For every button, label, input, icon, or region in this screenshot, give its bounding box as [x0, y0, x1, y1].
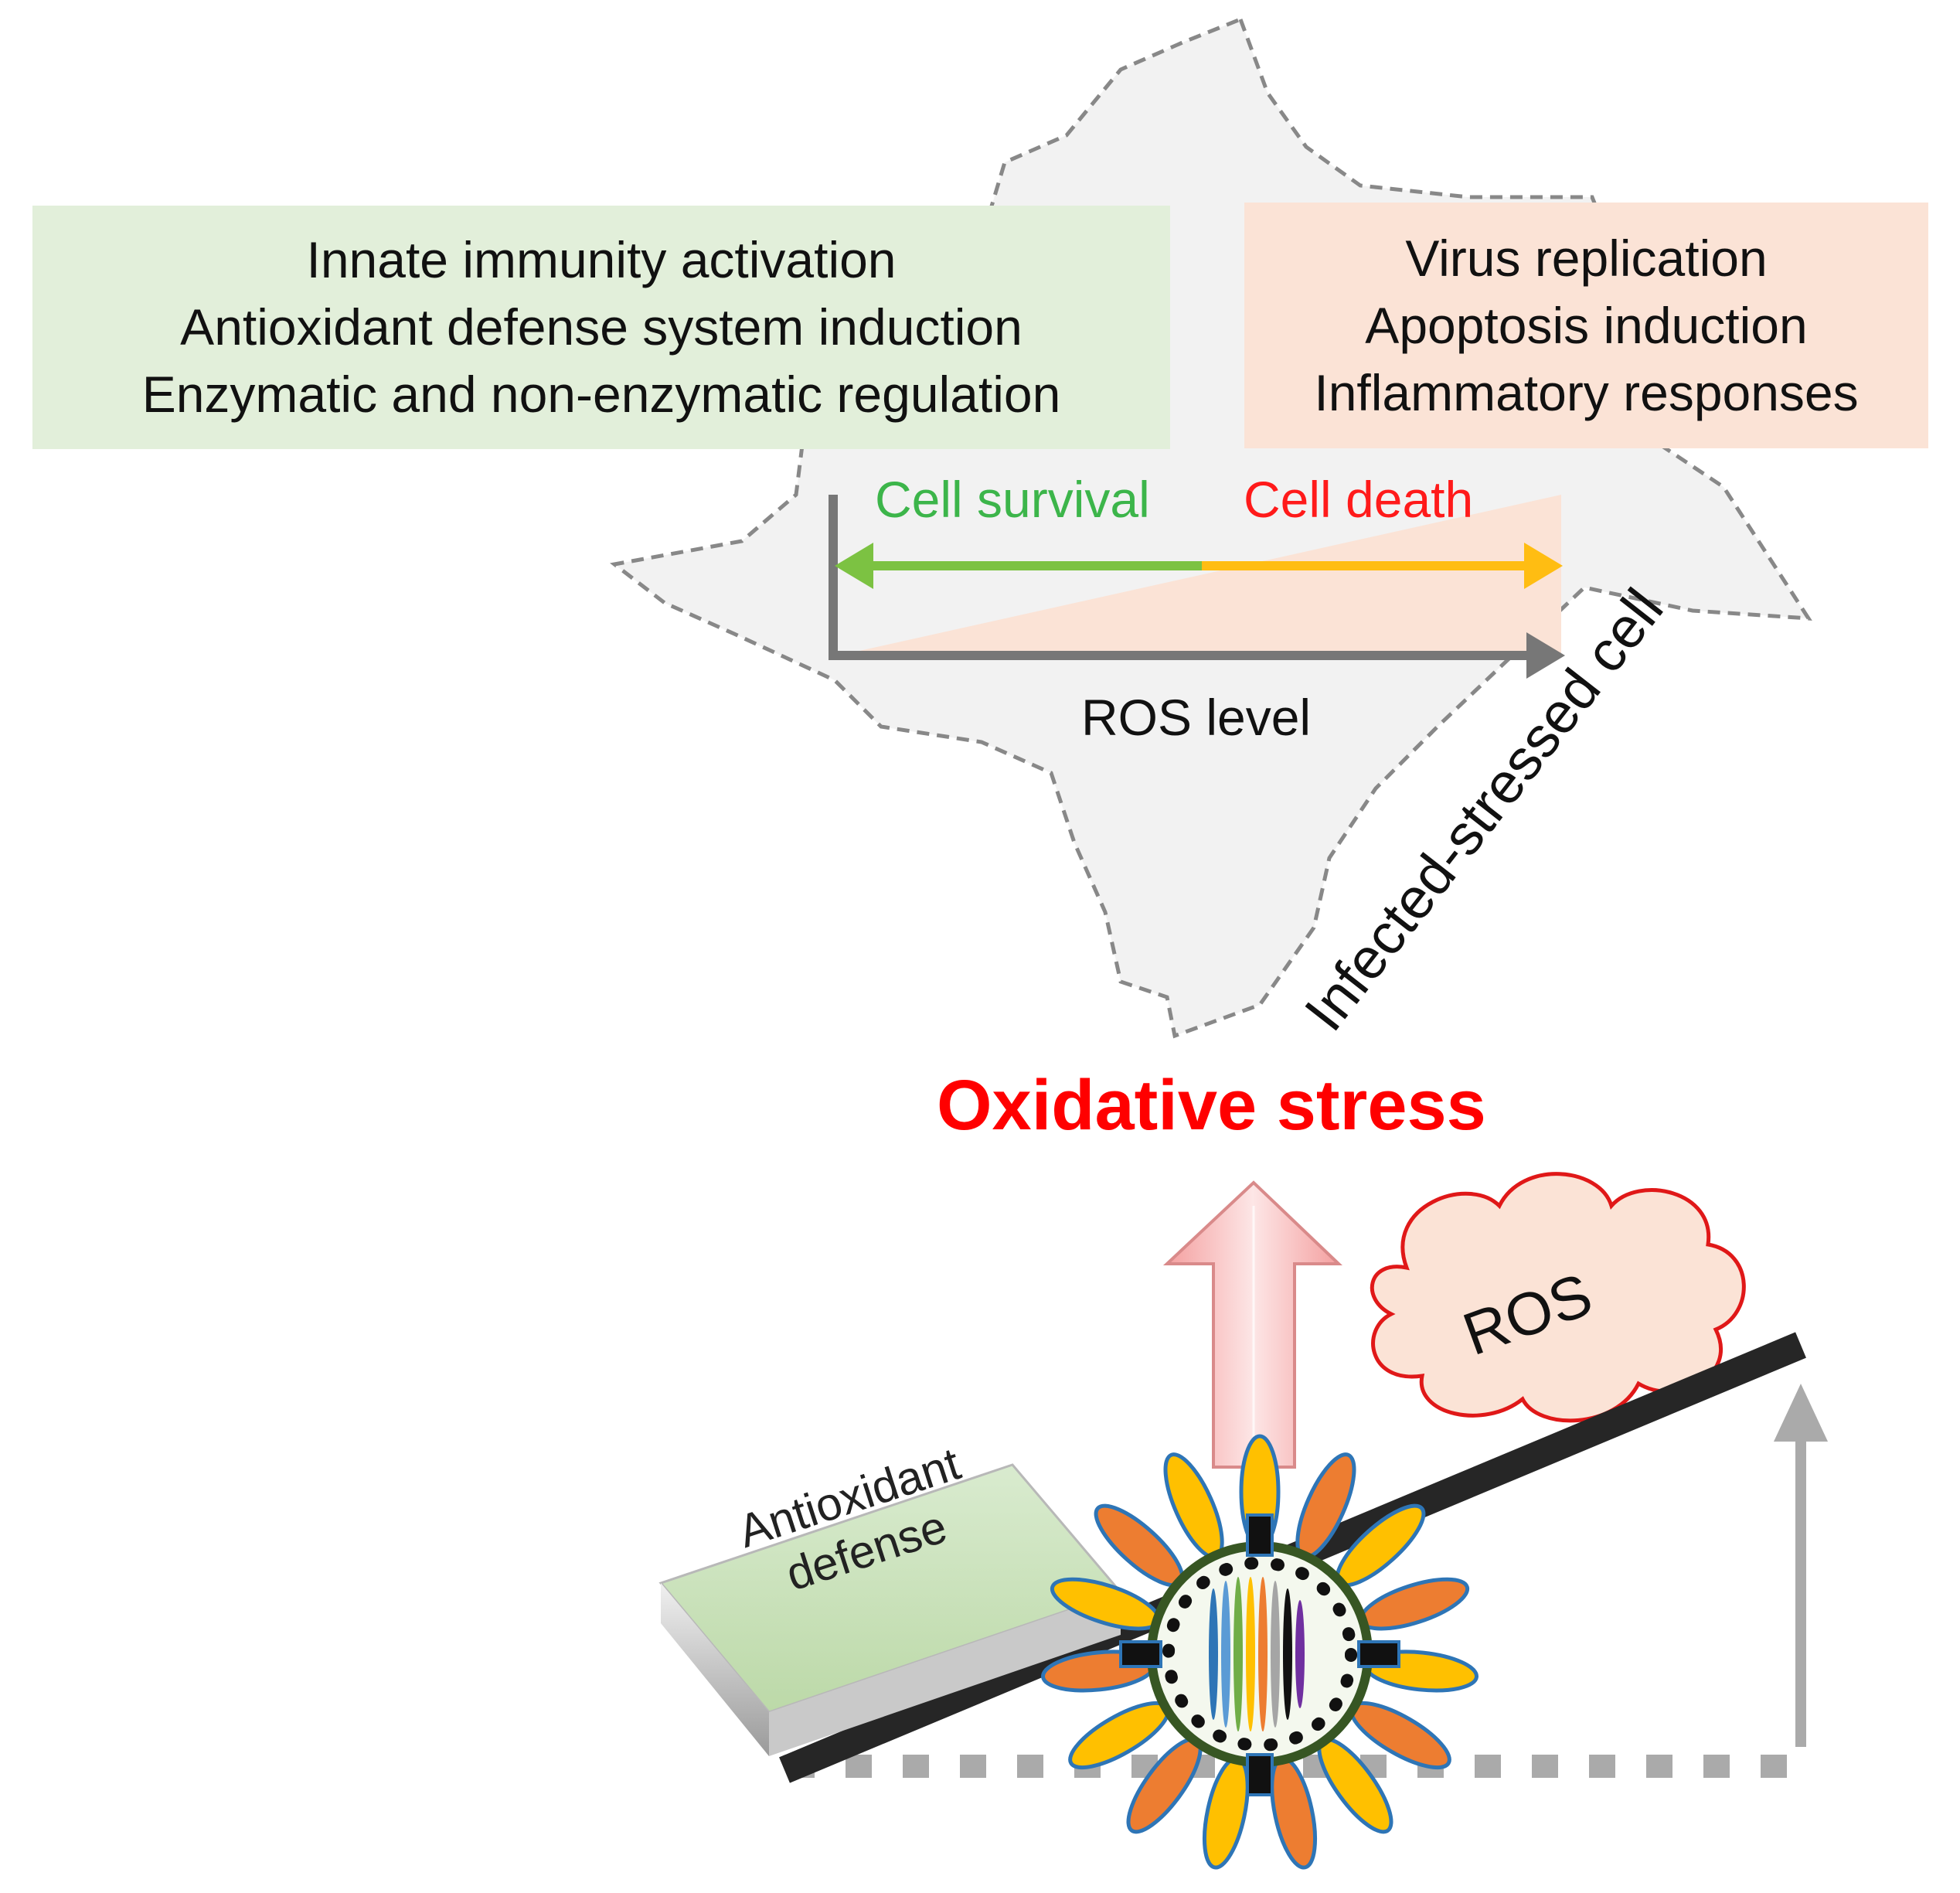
host-response-box: Innate immunity activation Antioxidant d…	[32, 206, 1170, 449]
level-arrowhead	[1774, 1384, 1828, 1442]
pathology-line-3: Inflammatory responses	[1314, 363, 1859, 421]
survival-arrowhead	[835, 543, 873, 589]
pathology-line-1: Virus replication	[1405, 229, 1768, 287]
cell-outline	[610, 16, 1812, 1039]
virus-protein	[1119, 1640, 1162, 1668]
x-axis-arrowhead	[1526, 632, 1565, 679]
host-response-line-1: Innate immunity activation	[306, 231, 897, 288]
virus-protein	[1357, 1640, 1400, 1668]
cell-death-label: Cell death	[1244, 471, 1474, 528]
cell-survival-label: Cell survival	[875, 471, 1150, 528]
ros-level-label: ROS level	[1081, 689, 1312, 746]
virus-protein	[1246, 1513, 1274, 1557]
virus	[1041, 1434, 1479, 1870]
host-response-line-3: Enzymatic and non-enzymatic regulation	[141, 366, 1061, 423]
virus-genome	[1209, 1577, 1305, 1731]
virus-membrane-dots	[1162, 1557, 1357, 1752]
death-arrowhead	[1524, 543, 1563, 589]
oxidative-stress-title: Oxidative stress	[937, 1066, 1486, 1145]
pathology-line-2: Apoptosis induction	[1365, 296, 1808, 354]
pathology-box: Virus replication Apoptosis induction In…	[1244, 203, 1928, 448]
ros-wedge	[839, 495, 1561, 655]
defense-block	[658, 1463, 1123, 1756]
virus-protein	[1246, 1753, 1274, 1796]
host-response-line-2: Antioxidant defense system induction	[180, 298, 1023, 356]
